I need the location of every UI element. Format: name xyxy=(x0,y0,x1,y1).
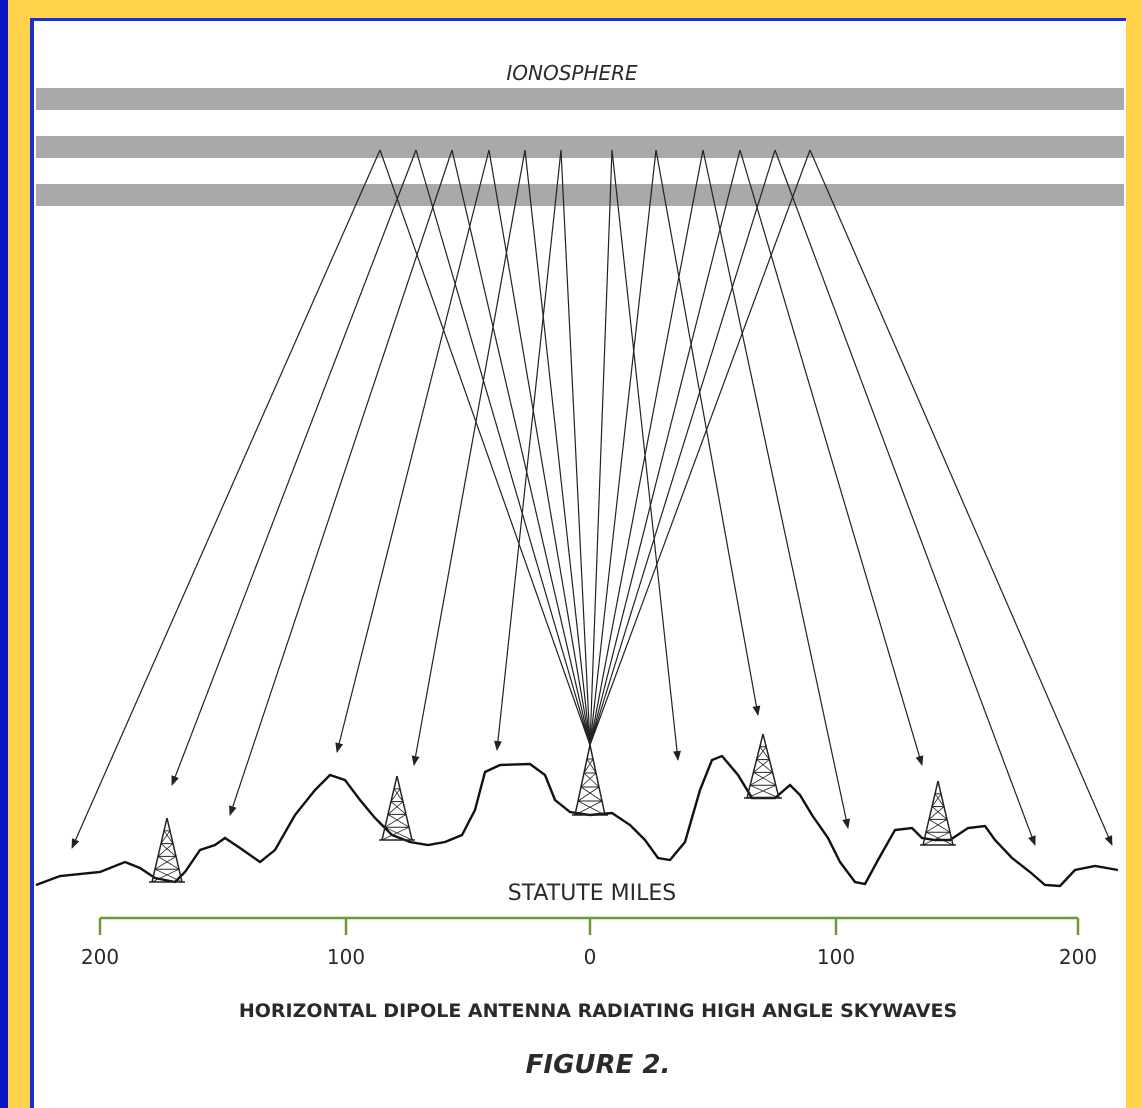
ionosphere-band-3 xyxy=(36,184,1124,206)
ray-down-7 xyxy=(655,149,761,716)
tower-icon-1 xyxy=(149,817,185,883)
ray-up-0 xyxy=(379,149,591,746)
tower-icon-4 xyxy=(744,733,782,799)
tick-label-zero: 0 xyxy=(584,945,597,969)
tower-icon-3 xyxy=(572,744,608,816)
ray-up-5 xyxy=(560,149,591,746)
axis-label: STATUTE MILES xyxy=(508,881,677,906)
ray-up-11 xyxy=(589,149,811,746)
ray-up-3 xyxy=(488,149,591,746)
ionosphere-label: IONOSPHERE xyxy=(506,61,638,85)
terrain-profile xyxy=(35,754,1119,888)
tick-label-right-200: 200 xyxy=(1059,945,1097,969)
ray-up-9 xyxy=(589,149,741,746)
ionosphere-band-1 xyxy=(36,88,1124,110)
ray-up-7 xyxy=(589,149,657,746)
tick-label-left-100: 100 xyxy=(327,945,365,969)
ray-down-3 xyxy=(335,149,490,753)
axis-ticks xyxy=(98,918,1080,935)
tower-icon-5 xyxy=(920,780,956,846)
tick-label-right-100: 100 xyxy=(817,945,855,969)
ray-down-0 xyxy=(71,149,381,849)
ray-down-9 xyxy=(739,149,924,766)
antenna-towers xyxy=(149,733,956,883)
ray-up-1 xyxy=(415,149,591,746)
ray-down-10 xyxy=(774,149,1036,846)
ray-up-4 xyxy=(524,149,591,746)
ray-up-6 xyxy=(589,149,613,746)
figure-caption: HORIZONTAL DIPOLE ANTENNA RADIATING HIGH… xyxy=(239,1000,957,1022)
ray-up-8 xyxy=(589,149,704,746)
ray-up-2 xyxy=(451,149,591,746)
ray-down-5 xyxy=(493,149,562,751)
ray-down-1 xyxy=(171,149,417,786)
ray-down-8 xyxy=(702,149,851,829)
tick-label-left-200: 200 xyxy=(81,945,119,969)
ray-up-10 xyxy=(589,149,776,746)
ionosphere-band-2 xyxy=(36,136,1124,158)
skywave-rays xyxy=(71,149,1113,849)
tower-icon-2 xyxy=(379,775,415,841)
ray-down-2 xyxy=(229,149,453,816)
ray-down-4 xyxy=(411,149,526,766)
ray-down-11 xyxy=(809,149,1113,846)
figure-label: FIGURE 2. xyxy=(526,1050,671,1080)
